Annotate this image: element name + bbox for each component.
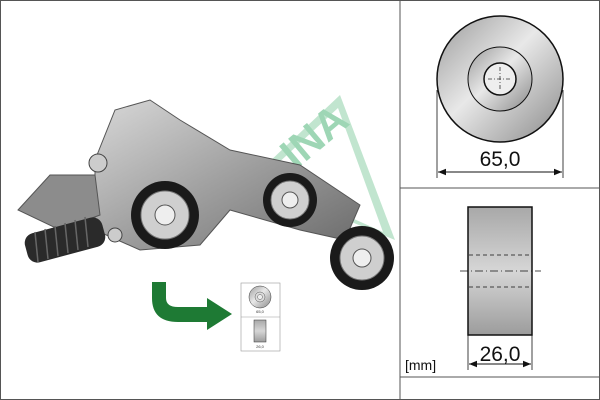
green-arrow-icon [152, 282, 232, 330]
pulley-1 [131, 181, 199, 249]
belt-tensioner-photo [17, 99, 394, 290]
pulley-2 [263, 173, 317, 227]
drawing-thumbnail: 65,0 26,0 [240, 282, 281, 352]
svg-text:26,0: 26,0 [256, 344, 265, 349]
unit-label: [mm] [405, 357, 436, 373]
width-dimension: 26,0 [480, 343, 521, 366]
pulley-side-view [460, 206, 541, 370]
diameter-dimension: 65,0 [480, 148, 521, 171]
pulley-3 [330, 226, 394, 290]
spring [24, 216, 106, 263]
pulley-front-view [436, 15, 564, 178]
svg-text:65,0: 65,0 [256, 309, 265, 314]
